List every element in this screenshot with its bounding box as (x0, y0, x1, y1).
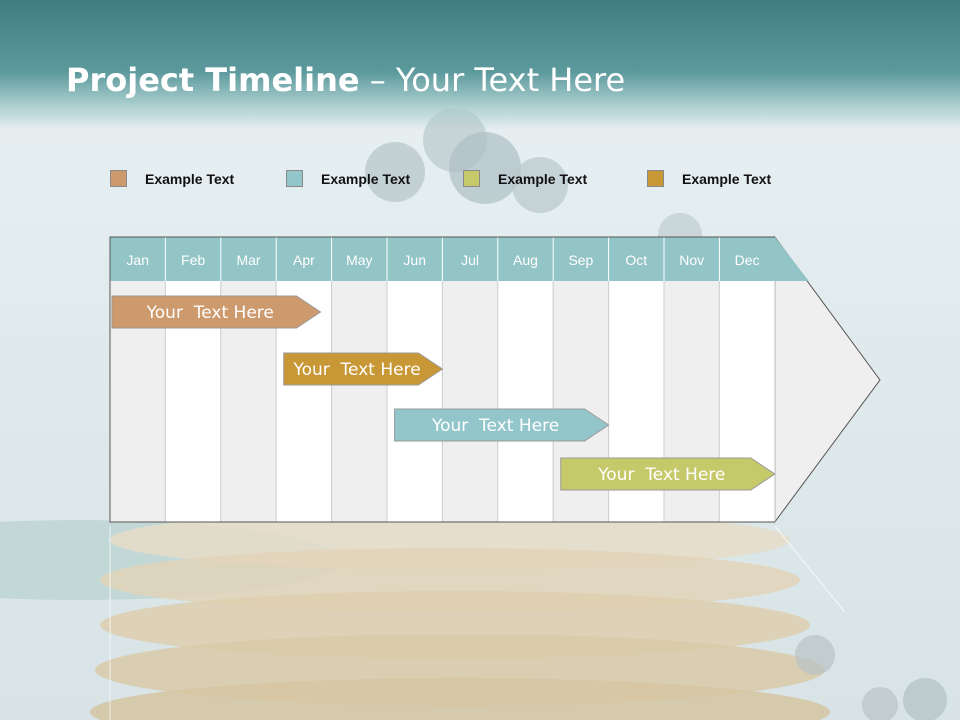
legend-item: Example Text (647, 170, 771, 187)
task-bar (560, 457, 776, 491)
month-label: Sep (568, 252, 593, 268)
task-bar (283, 352, 444, 386)
month-label: Apr (293, 252, 315, 268)
month-column (497, 236, 554, 523)
legend-item: Example Text (110, 170, 234, 187)
legend-label: Example Text (498, 170, 588, 187)
title-bold: Project Timeline (66, 61, 360, 99)
task-bar-label: Your Text Here (431, 416, 559, 436)
task-bar-label: Your Text Here (292, 360, 420, 380)
legend-swatch (110, 170, 127, 187)
month-column (220, 236, 277, 523)
task-bar (394, 408, 610, 442)
task-bar (111, 295, 322, 329)
legend-swatch (463, 170, 480, 187)
month-header-arrow (774, 237, 809, 281)
month-label: May (346, 252, 372, 268)
header-band (0, 0, 960, 130)
month-label: Jul (461, 252, 479, 268)
month-label: Oct (625, 252, 647, 268)
legend-label: Example Text (682, 170, 772, 187)
task-bar-label: Your Text Here (146, 303, 274, 323)
month-label: Mar (236, 252, 260, 268)
month-column (441, 236, 499, 523)
month-label: Dec (735, 252, 760, 268)
month-label: Feb (181, 252, 205, 268)
legend-item: Example Text (286, 170, 410, 187)
month-column (109, 236, 166, 523)
legend-swatch (647, 170, 664, 187)
legend-item: Example Text (463, 170, 587, 187)
legend: Example Text Example Text Example Text E… (0, 170, 960, 194)
month-label: Aug (513, 252, 538, 268)
month-column (164, 236, 222, 523)
timeline-reflection (109, 525, 846, 720)
legend-label: Example Text (321, 170, 411, 187)
slide-title: Project Timeline – Your Text Here (66, 58, 625, 102)
timeline-frame (109, 236, 775, 523)
title-rest: – Your Text Here (359, 61, 626, 99)
legend-label: Example Text (145, 170, 235, 187)
month-label: Jun (403, 252, 426, 268)
month-label: Jan (126, 252, 149, 268)
task-bar-label: Your Text Here (597, 465, 725, 485)
month-label: Nov (679, 252, 704, 268)
legend-swatch (286, 170, 303, 187)
